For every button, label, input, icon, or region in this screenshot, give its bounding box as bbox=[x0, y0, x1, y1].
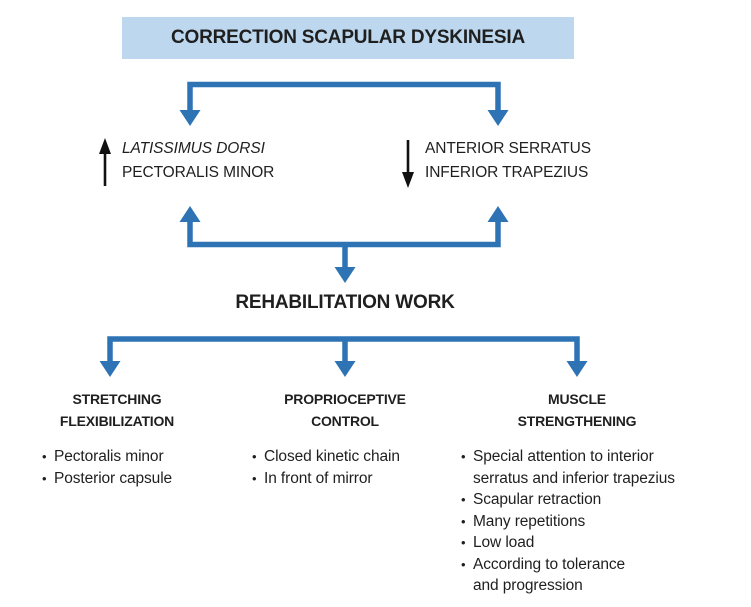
up-arrow-icon bbox=[99, 138, 111, 186]
list-item: • In front of mirror bbox=[252, 468, 452, 490]
list-item-text: Low load bbox=[473, 534, 535, 551]
title-box: CORRECTION SCAPULAR DYSKINESIA bbox=[122, 17, 574, 59]
list-item: • Posterior capsule bbox=[42, 468, 242, 490]
list-item-text: Posterior capsule bbox=[54, 469, 173, 487]
list-item: • Pectoralis minor bbox=[42, 446, 242, 468]
list-item-text: Closed kinetic chain bbox=[264, 448, 400, 465]
muscle-group-increase: LATISSIMUS DORSI PECTORALIS MINOR bbox=[97, 137, 274, 188]
list-item-text: In front of mirror bbox=[264, 469, 373, 487]
list-item: • Many repetitions bbox=[461, 511, 746, 533]
muscle-label: PECTORALIS MINOR bbox=[122, 164, 275, 181]
list-item: • Scapular retraction bbox=[461, 489, 746, 511]
list-item: • Special attention to interior serratus … bbox=[461, 446, 746, 489]
bullet-icon: • bbox=[461, 449, 466, 464]
stretching-item-list: • Pectoralis minor • Posterior capsule bbox=[42, 446, 242, 489]
muscle-group-labels: LATISSIMUS DORSI PECTORALIS MINOR bbox=[122, 137, 274, 185]
muscle-group-labels: ANTERIOR SERRATUS INFERIOR TRAPEZIUS bbox=[425, 137, 591, 185]
bullet-icon: • bbox=[42, 470, 47, 486]
list-item: • Low load bbox=[461, 532, 746, 554]
list-item-text: Scapular retraction bbox=[473, 491, 602, 508]
muscle-strengthening-item-list: • Special attention to interior serratus … bbox=[461, 446, 746, 597]
list-item-text: According to tolerance and progression bbox=[473, 555, 626, 595]
down-arrow-icon bbox=[402, 140, 414, 188]
bullet-icon: • bbox=[252, 449, 257, 464]
branch-header-muscle-strengthening: MUSCLE STRENGTHENING bbox=[517, 391, 637, 429]
muscle-label: LATISSIMUS DORSI bbox=[122, 140, 265, 157]
bullet-icon: • bbox=[461, 492, 466, 507]
muscle-label: ANTERIOR SERRATUS bbox=[425, 140, 591, 157]
proprioceptive-item-list: • Closed kinetic chain • In front of mirror bbox=[252, 446, 452, 489]
muscle-label: INFERIOR TRAPEZIUS bbox=[425, 164, 589, 181]
muscle-group-decrease: ANTERIOR SERRATUS INFERIOR TRAPEZIUS bbox=[400, 137, 591, 188]
list-item: • According to tolerance and progression bbox=[461, 554, 746, 597]
list-item-text: Pectoralis minor bbox=[54, 448, 164, 465]
rehabilitation-work-heading: REHABILITATION WORK bbox=[235, 292, 455, 313]
page-title: CORRECTION SCAPULAR DYSKINESIA bbox=[171, 27, 525, 48]
list-item-text: Special attention to interior serratus a… bbox=[473, 448, 675, 487]
list-item-text: Many repetitions bbox=[473, 512, 586, 530]
bullet-icon: • bbox=[42, 449, 47, 464]
bullet-icon: • bbox=[461, 535, 466, 550]
bullet-icon: • bbox=[461, 556, 466, 572]
branch-header-proprioceptive: PROPRIOCEPTIVE CONTROL bbox=[284, 391, 406, 429]
list-item: • Closed kinetic chain bbox=[252, 446, 452, 468]
bullet-icon: • bbox=[461, 513, 466, 529]
bullet-icon: • bbox=[252, 470, 257, 486]
branch-header-stretching: STRETCHING FLEXIBILIZATION bbox=[59, 391, 175, 429]
